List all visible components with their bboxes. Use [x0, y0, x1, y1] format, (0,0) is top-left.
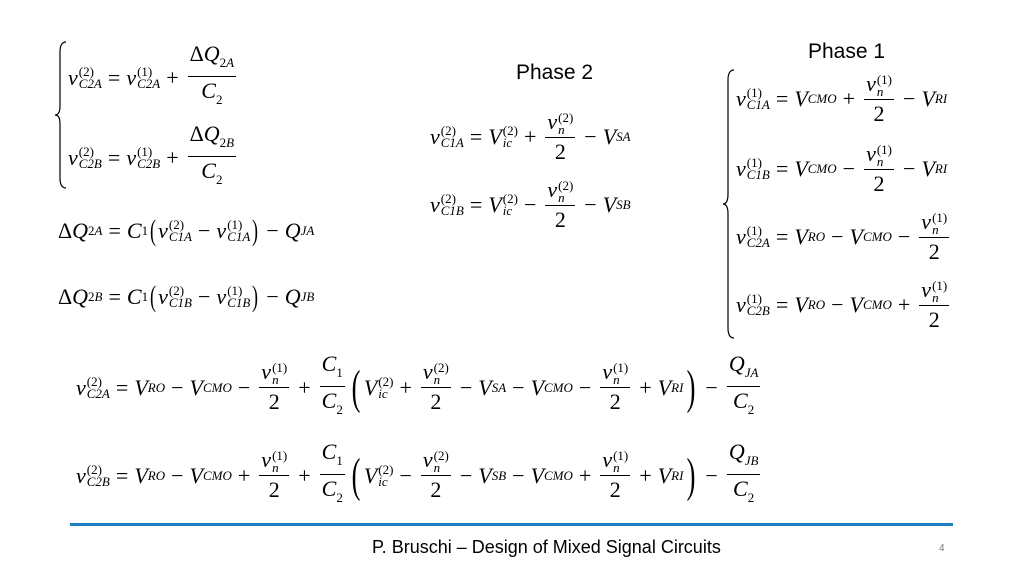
- phase1-label: Phase 1: [808, 40, 886, 63]
- page-number: 4: [939, 543, 945, 554]
- footer-text: P. Bruschi – Design of Mixed Signal Circ…: [372, 537, 721, 557]
- left-brace-top-system: [54, 41, 67, 189]
- footer-rule: [70, 523, 953, 526]
- left-brace-phase1: [722, 69, 735, 339]
- phase2-label: Phase 2: [516, 61, 594, 84]
